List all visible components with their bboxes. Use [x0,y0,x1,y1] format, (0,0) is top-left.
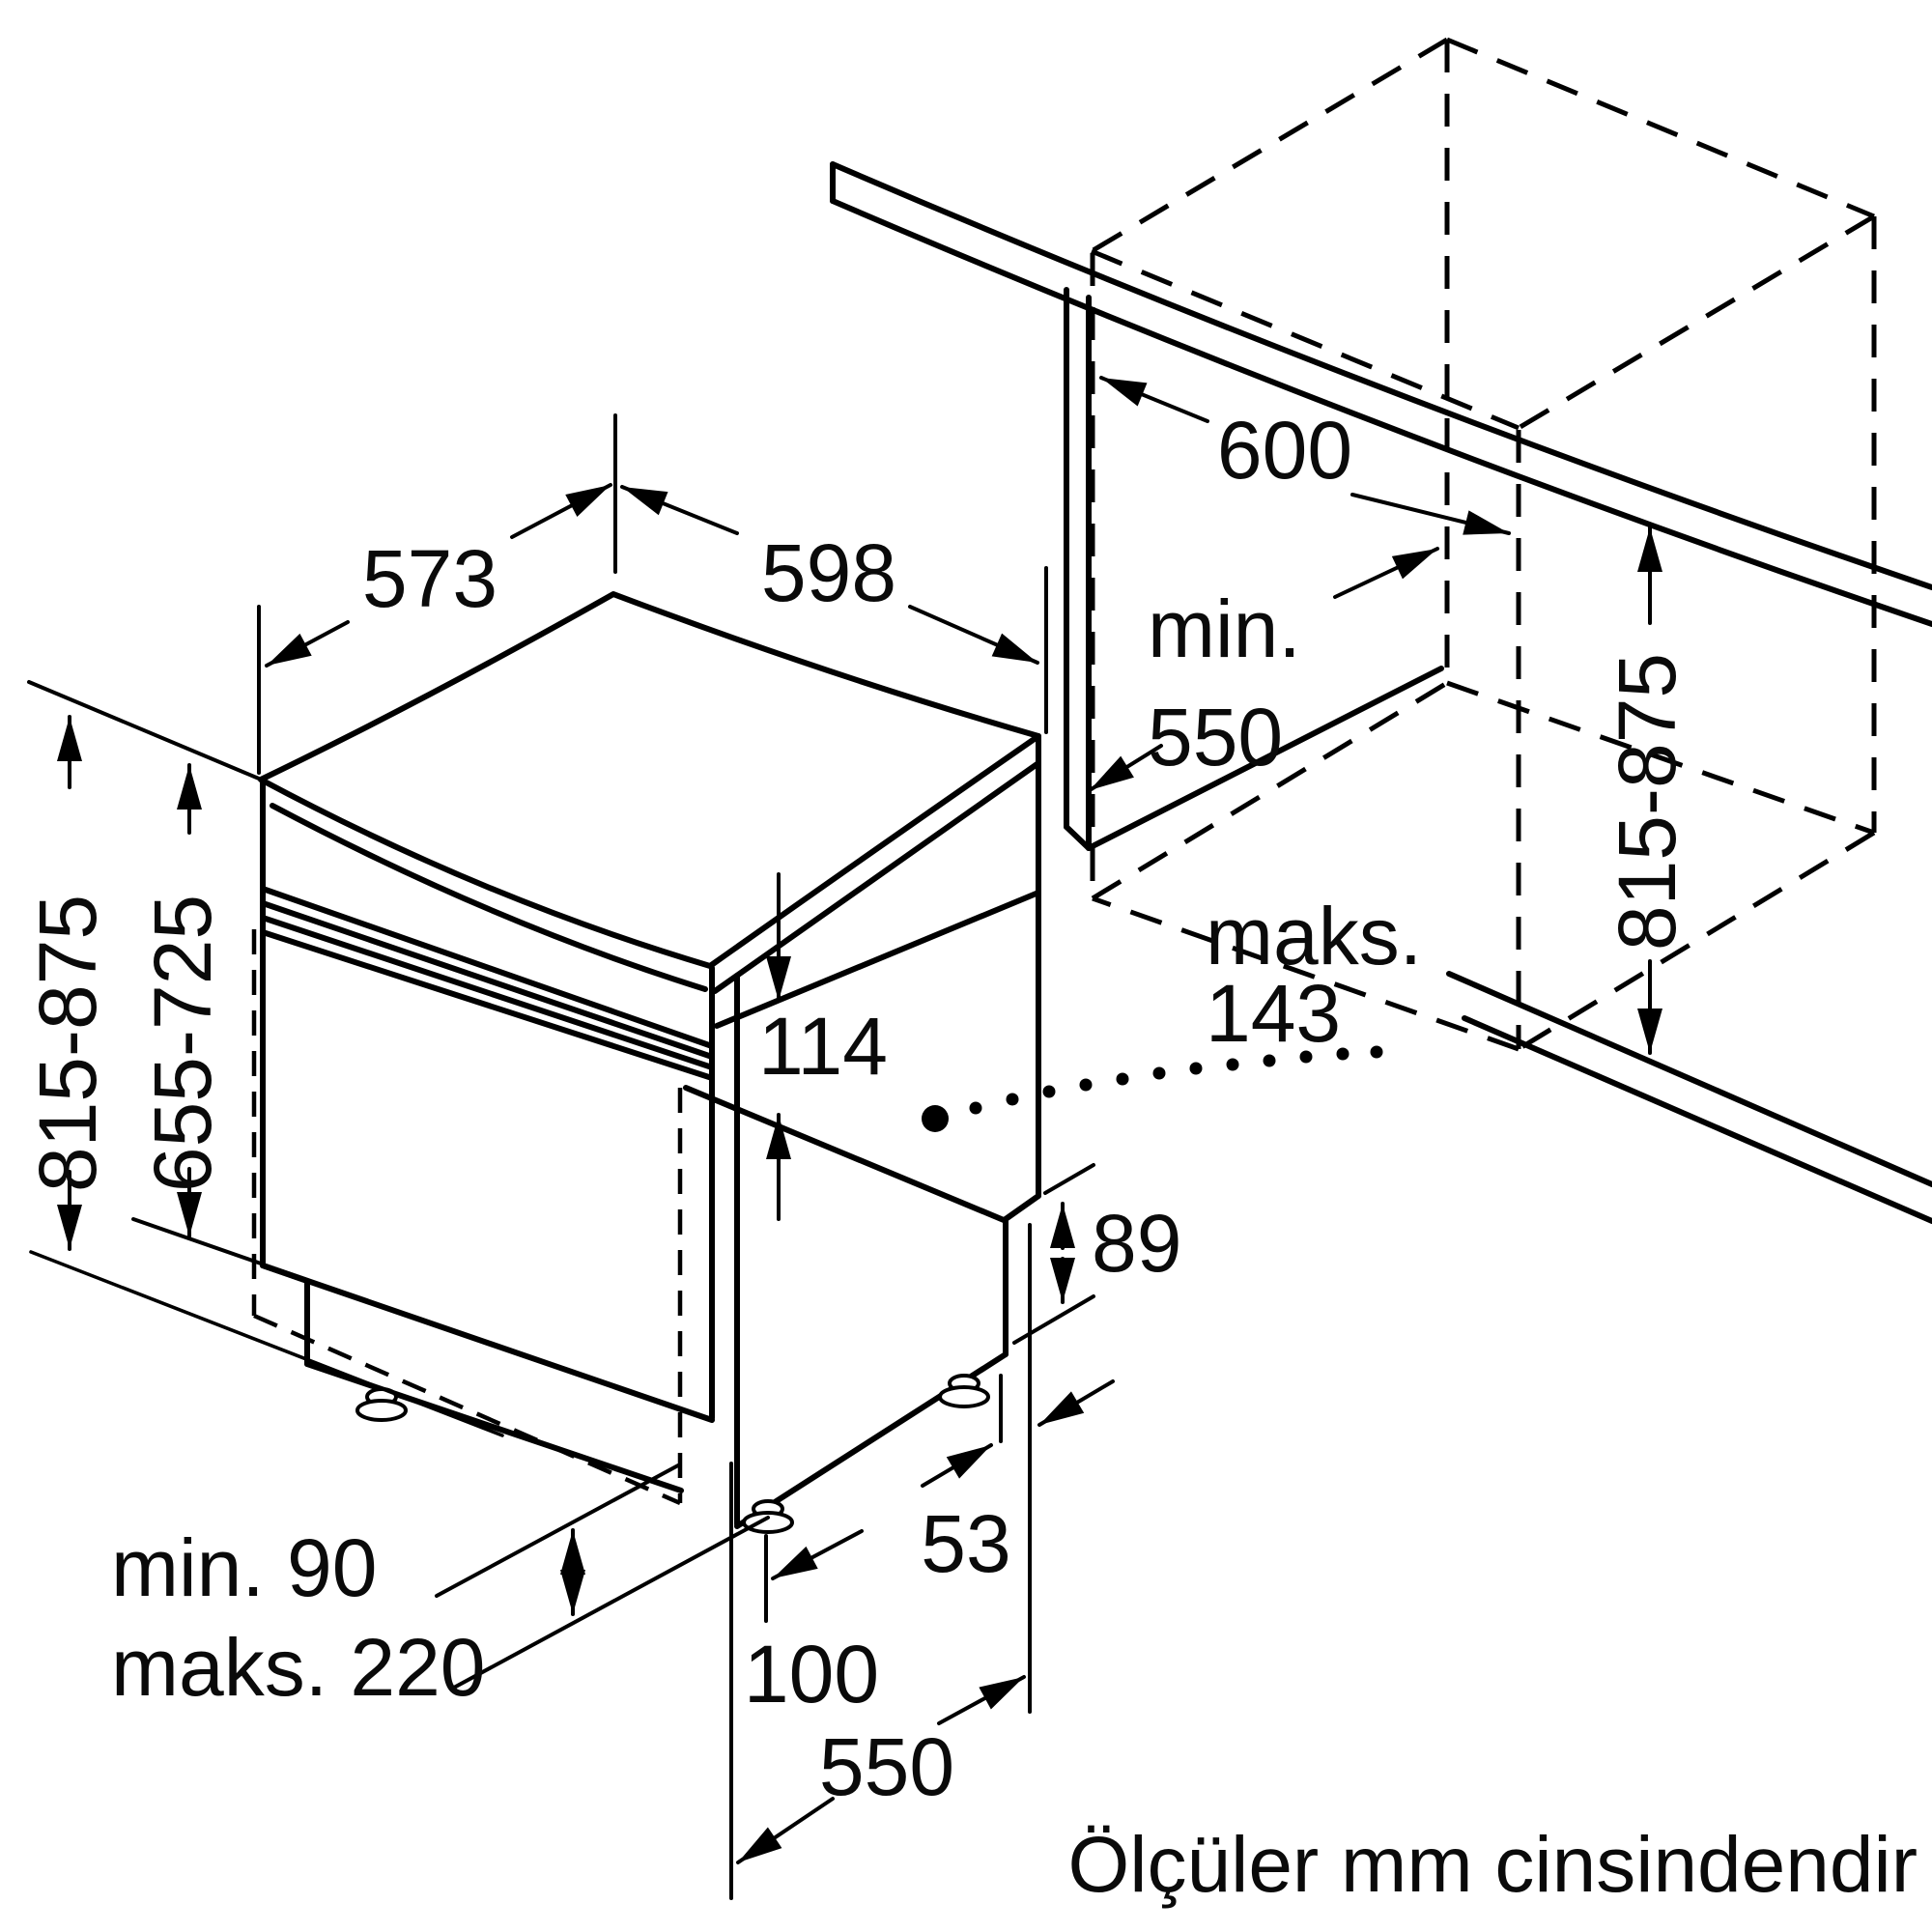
floor-ref-line-left [29,1250,504,1437]
dim-89-ext-bottom [1012,1294,1095,1345]
control-strip-line-3 [260,915,715,1070]
dim-573-arrow-right [510,483,612,539]
dim-plinth-min-label: min. 90 [111,1522,377,1613]
dim-plinth-ext-top [435,1463,680,1598]
dim-53-label: 53 [921,1498,1010,1589]
dim-600-arrow-left [1099,376,1209,423]
foot-rear-base [938,1385,990,1408]
dim-600-arrow-right [1350,493,1511,535]
dim-598-arrow-right [908,605,1039,665]
dim-plinth-range: min. 90 maks. 220 [111,1463,770,1713]
dim-114-label: 114 [758,1001,888,1092]
control-strip [260,886,715,1081]
leader-start-dot [922,1105,949,1132]
dim-143-label-word: maks. [1206,891,1422,981]
dim-550-arrow-right [937,1675,1026,1725]
side-door-top-line [714,890,1041,1029]
floor-reference-left [29,1250,504,1437]
dim-100-label: 100 [744,1629,879,1719]
plinth-step-top [260,1263,310,1284]
dim-min-550: min. 550 [1088,547,1439,792]
dim-598: 598 [613,413,1048,734]
door-bottom-edge [260,1263,715,1423]
decor-panel-dashed [251,929,683,1506]
cabinet-top-rear-right-edge [1446,37,1875,219]
cabinet-bottom-rear-edge [1446,680,1875,836]
dim-550-arrow-left [736,1797,835,1864]
dim-min550-label-word: min. [1148,583,1301,674]
dim-maks-143: maks. 143 [1206,891,1422,1059]
dim-89-label: 89 [1092,1198,1181,1289]
floor-right [1446,971,1932,1224]
side-base-diagonal [683,1085,1007,1223]
dim-600: 600 [1099,376,1511,535]
cabinet-bottom-right-edge [1517,830,1876,1052]
dim-815875l-ext-top [27,680,261,781]
dim-100: 100 [744,1529,879,1719]
dim-89-ext-top [1043,1163,1095,1195]
dim-573-label: 573 [362,533,497,624]
foot-left-base [355,1399,408,1422]
dim-550-label: 550 [819,1721,954,1812]
units-note: Ölçüler mm cinsindendir [1068,1821,1918,1909]
niche-wall-bottom-front [1064,824,1092,851]
dim-655725-label: 655-725 [137,895,228,1192]
dim-573: 573 [257,483,612,775]
dim-550-bottom: 550 [729,1223,1032,1900]
control-strip-line-4 [260,929,715,1081]
dim-598-label: 598 [761,527,896,618]
dim-plinth-max-label: maks. 220 [111,1622,486,1713]
dim-53-arrow-left [921,1443,993,1488]
dim-815875l-label: 815-875 [22,895,113,1192]
countertop-top-edge [830,161,1932,590]
dim-53: 53 [921,1374,1115,1589]
countertop [830,161,1932,627]
foot-front-base [742,1511,794,1534]
dim-573-arrow-left [265,620,350,668]
upper-cabinet-dashed [1090,37,1877,1052]
dishwasher-top-face [258,591,1041,969]
dim-114: 114 [758,872,888,1221]
dim-89: 89 [1012,1163,1181,1345]
dim-815875r-label: 815-875 [1602,653,1692,951]
floor-top-edge [1446,971,1932,1187]
dim-100-arrow [771,1529,864,1580]
dim-815-875-left: 815-875 [22,680,261,1251]
countertop-bottom-edge [830,198,1932,627]
dim-53-arrow-right [1037,1379,1115,1427]
dim-600-label: 600 [1217,405,1352,496]
niche-side-wall [1064,287,1444,851]
cabinet-top-rear-left-edge [1090,37,1449,254]
door-overhang-leader [922,1045,1383,1132]
dim-815-875-right: 815-875 [1602,526,1692,1055]
control-strip-line-1 [260,886,715,1049]
niche-wall-bottom-edge [1086,666,1444,851]
dim-min550-label-value: 550 [1148,692,1283,782]
foot-front [742,1499,794,1534]
dim-655-725: 655-725 [131,763,263,1265]
worktop-side-lip [712,760,1041,994]
dim-min550-arrow-upper [1333,547,1439,599]
worktop-front-lip [270,803,708,992]
control-strip-line-2 [260,900,715,1060]
cabinet-top-front-left-edge [1091,248,1520,431]
dim-143-label-value: 143 [1206,968,1341,1059]
cabinet-bottom-front-edge [1092,895,1520,1052]
cabinet-top-front-right-edge [1517,213,1876,431]
cabinet-bottom-left-edge [1091,680,1449,901]
adjustable-feet [355,1374,990,1534]
side-recess-jog [1003,1193,1041,1222]
dim-655725-ext-bottom [131,1217,263,1265]
dim-plinth-ext-bottom [450,1516,770,1690]
dim-min550-arrow-lower [1088,744,1163,792]
dishwasher [251,591,1041,1534]
foot-rear [938,1374,990,1408]
floor-bottom-edge [1462,1015,1932,1224]
dim-598-arrow-left [620,485,739,535]
decor-panel-bottom-edge [253,1313,681,1506]
